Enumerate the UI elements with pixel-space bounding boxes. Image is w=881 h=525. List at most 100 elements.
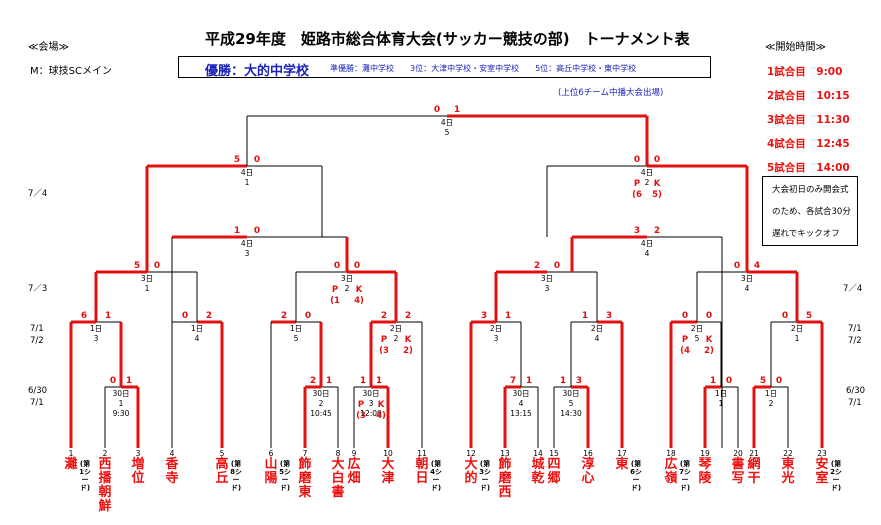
match-day: 4日	[241, 239, 253, 248]
team-number: 21	[749, 449, 759, 458]
pk-score-left: (3	[356, 411, 366, 421]
team-name: 大津	[381, 457, 395, 486]
match-number: 2	[394, 334, 399, 343]
match-day: 3日	[141, 274, 153, 283]
team-number: 12	[466, 449, 476, 458]
score-left: 3	[481, 311, 487, 321]
score-left: 0	[434, 105, 440, 115]
score-left: 7	[510, 376, 516, 386]
score-left: 5	[760, 376, 766, 386]
match-day: 30日	[312, 389, 329, 398]
match-day: 1日	[191, 324, 203, 333]
team-number: 7	[303, 449, 308, 458]
winner-label: 優勝：大的中学校	[205, 64, 310, 79]
match-number: 4	[745, 284, 750, 293]
score-left: 5	[134, 261, 140, 271]
team-number: 14	[533, 449, 543, 458]
date-label: 7/2	[30, 336, 44, 346]
pk-score-left: (1	[330, 296, 340, 306]
score-left: 0	[110, 376, 116, 386]
score-left: 1	[560, 376, 566, 386]
date-label: 7/1	[30, 398, 44, 408]
date-label: 6/30	[846, 386, 866, 396]
team-number: 20	[733, 449, 743, 458]
match-day: 4日	[641, 168, 653, 177]
score-right: 0	[776, 376, 782, 386]
score-left: 3	[634, 226, 640, 236]
pk-score-left: (3	[379, 346, 389, 356]
team-name: 灘	[64, 457, 78, 472]
match-day: 30日	[362, 389, 379, 398]
score-right: 1	[526, 376, 532, 386]
match-day: 2日	[591, 324, 603, 333]
team-name: 飾磨西	[498, 457, 512, 500]
score-right: 1	[105, 311, 111, 321]
score-right: 1	[505, 311, 511, 321]
team-name: 大的	[464, 457, 478, 486]
score-right: 3	[576, 376, 582, 386]
team-name: 淳心	[581, 457, 595, 486]
seed-label: (第3シード)	[479, 460, 491, 492]
date-label: 7/2	[848, 336, 862, 346]
match-day: 4日	[641, 239, 653, 248]
score-left: 0	[682, 311, 688, 321]
score-left: 2	[310, 376, 316, 386]
score-right: 1	[126, 376, 132, 386]
pk-marker: K	[706, 335, 713, 345]
note-line-2: のため、各試合30分	[772, 207, 851, 217]
match-number: 5	[445, 128, 450, 137]
team-number: 8	[336, 449, 341, 458]
team-name: 香寺	[165, 457, 179, 486]
seed-label: (第4シード)	[430, 460, 442, 492]
team-number: 16	[583, 449, 593, 458]
pk-marker: P	[682, 335, 688, 345]
team-name: 朝日	[415, 457, 429, 486]
date-label: 7／4	[28, 189, 48, 199]
match-number: 1	[795, 334, 800, 343]
team-number: 1	[69, 449, 74, 458]
score-right: 1	[454, 105, 460, 115]
score-right: 2	[654, 226, 660, 236]
match-day: 1日	[765, 389, 777, 398]
pk-score-left: (6	[632, 190, 642, 200]
venue-value: M：球技SCメイン	[30, 66, 112, 77]
page-title: 平成29年度 姫路市総合体育大会(サッカー競技の部) トーナメント表	[205, 30, 690, 48]
score-right: 4	[754, 261, 760, 271]
score-right: 0	[354, 261, 360, 271]
pk-score-left: (4	[680, 346, 690, 356]
match-number: 4	[595, 334, 600, 343]
opening-note-box	[762, 176, 858, 246]
team-name: 広畑	[347, 457, 361, 486]
match-time: 13:15	[510, 409, 532, 418]
score-left: 0	[634, 155, 640, 165]
team-number: 11	[417, 449, 427, 458]
match-number: 4	[519, 399, 524, 408]
date-label: 7／3	[28, 284, 48, 294]
team-number: 9	[352, 449, 357, 458]
pk-marker: P	[332, 285, 338, 295]
score-right: 0	[654, 155, 660, 165]
match-number: 1	[719, 399, 724, 408]
team-name: 安室	[815, 457, 829, 486]
note-line-3: 遅れでキックオフ	[772, 229, 840, 239]
score-left: 1	[582, 311, 588, 321]
pk-score-right: 5)	[652, 190, 662, 200]
start-time-3: 3試合目 11:30	[767, 114, 850, 126]
start-times-heading: ≪開始時間≫	[765, 42, 826, 53]
match-day: 2日	[390, 324, 402, 333]
start-time-1: 1試合目 9:00	[767, 66, 843, 78]
date-label: 6/30	[28, 386, 48, 396]
date-label: 7/1	[30, 324, 44, 334]
seed-label: (第5シード)	[279, 460, 291, 492]
score-right: 2	[206, 311, 212, 321]
score-right: 1	[326, 376, 332, 386]
seed-label: (第6シード)	[630, 460, 642, 492]
match-number: 2	[645, 178, 650, 187]
match-day: 2日	[490, 324, 502, 333]
start-time-5: 5試合目 14:00	[767, 162, 850, 174]
date-label: 7/1	[848, 398, 862, 408]
note-line-1: 大会初日のみ開会式	[772, 185, 849, 195]
score-right: 0	[254, 155, 260, 165]
score-left: 1	[710, 376, 716, 386]
team-name: 山陽	[264, 457, 278, 486]
